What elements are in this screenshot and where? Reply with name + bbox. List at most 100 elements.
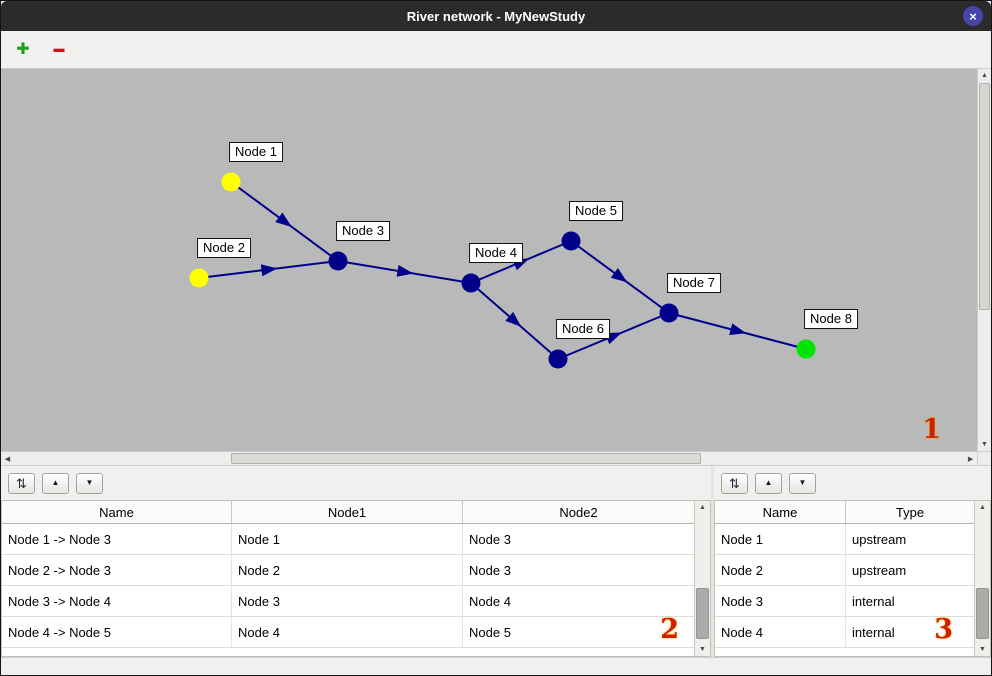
graph-node[interactable] [561,231,581,251]
scroll-up-icon[interactable]: ▲ [979,504,986,511]
remove-icon: ▬ [53,43,65,55]
arrow-up-icon: ▲ [51,478,60,487]
table-cell: internal [852,593,895,609]
graph-node[interactable] [796,339,816,359]
column-header[interactable]: Name [715,501,846,523]
table-cell: Node 2 [715,555,846,585]
close-button[interactable]: × [963,6,983,26]
graph-node[interactable] [328,251,348,271]
scrollbar-thumb[interactable] [979,83,990,310]
add-button[interactable]: ✚ [11,38,35,62]
sort-icon: ⇅ [729,475,740,491]
scroll-down-icon[interactable]: ▼ [979,646,986,653]
arrow-up-icon: ▲ [764,478,773,487]
arrow-down-icon: ▼ [85,478,94,487]
column-header[interactable]: Type [895,504,925,520]
scrollbar-thumb[interactable] [976,587,989,640]
table-row[interactable]: Node 1 upstream [715,524,974,555]
table-vertical-scrollbar[interactable]: ▲ ▼ [974,501,990,656]
table-cell: Node 4 -> Node 5 [2,617,232,647]
sort-icon: ⇅ [16,475,27,491]
table-row[interactable]: Node 2 upstream [715,555,974,586]
table-cell: Node 2 -> Node 3 [2,555,232,585]
table-cell: Node 4 [715,617,846,647]
scroll-down-icon[interactable]: ▼ [699,646,706,653]
scroll-up-icon[interactable]: ▲ [981,72,988,79]
table-cell: Node 3 [469,531,511,547]
scroll-down-icon[interactable]: ▼ [981,441,988,448]
table-cell: Node 4 [232,617,463,647]
edge-arrow-icon [396,264,414,277]
canvas-horizontal-scrollbar[interactable]: ◀ ▶ [1,452,977,465]
graph-node[interactable] [548,349,568,369]
main-toolbar: ✚ ▬ [1,31,991,69]
titlebar: River network - MyNewStudy × [1,1,991,31]
graph-node[interactable] [461,273,481,293]
column-header[interactable]: Node1 [232,501,463,523]
edge-arrow-icon [275,212,292,227]
graph-node[interactable] [221,172,241,192]
column-header[interactable]: Name [2,501,232,523]
graph-node[interactable] [659,303,679,323]
edge-arrow-icon [610,268,628,283]
edge-arrow-icon [729,323,747,336]
graph-node[interactable] [189,268,209,288]
arrow-down-icon: ▼ [798,478,807,487]
table-cell: internal [852,624,895,640]
move-down-button[interactable]: ▼ [789,472,816,494]
scrollbar-thumb[interactable] [696,587,709,640]
status-bar [1,657,991,675]
column-header[interactable]: Node2 [559,504,598,520]
move-up-button[interactable]: ▲ [755,472,782,494]
annotation-3: 3 [934,614,953,645]
sort-button[interactable]: ⇅ [721,472,748,494]
move-down-button[interactable]: ▼ [76,472,103,494]
table-cell: Node 4 [469,593,511,609]
move-up-button[interactable]: ▲ [42,472,69,494]
table-cell: upstream [852,562,907,578]
table-row[interactable]: Node 4 internal [715,617,974,648]
scroll-right-icon[interactable]: ▶ [967,455,974,463]
window-title: River network - MyNewStudy [406,8,586,24]
table-cell: Node 3 [715,586,846,616]
scrollbar-thumb[interactable] [231,453,701,464]
edge-arrow-icon [512,258,530,271]
table-row[interactable]: Node 3 internal [715,586,974,617]
canvas-vertical-scrollbar[interactable]: ▲ ▼ [977,69,991,451]
table-cell: Node 1 -> Node 3 [2,524,232,554]
scroll-up-icon[interactable]: ▲ [699,504,706,511]
table-cell: upstream [852,531,907,547]
table-cell: Node 5 [469,624,511,640]
scrollbar-corner [977,452,991,465]
table-cell: Node 1 [232,524,463,554]
nodes-toolbar: ⇅ ▲ ▼ [714,466,991,500]
annotation-1: 1 [922,414,941,445]
remove-button[interactable]: ▬ [47,38,71,62]
edge-arrow-icon [505,311,522,327]
add-icon: ✚ [16,40,30,58]
sort-button[interactable]: ⇅ [8,472,35,494]
scroll-left-icon[interactable]: ◀ [4,455,11,463]
hscroll-row: ◀ ▶ [1,451,991,465]
table-cell: Node 3 -> Node 4 [2,586,232,616]
edge-arrow-icon [604,332,622,345]
network-graph [189,172,816,369]
table-cell: Node 3 [469,562,511,578]
table-vertical-scrollbar[interactable]: ▲ ▼ [694,501,710,656]
reaches-toolbar: ⇅ ▲ ▼ [1,466,711,500]
table-cell: Node 1 [715,524,846,554]
table-header: Name Type [715,501,974,524]
table-cell: Node 3 [232,586,463,616]
scrollbar-track[interactable] [14,452,964,465]
